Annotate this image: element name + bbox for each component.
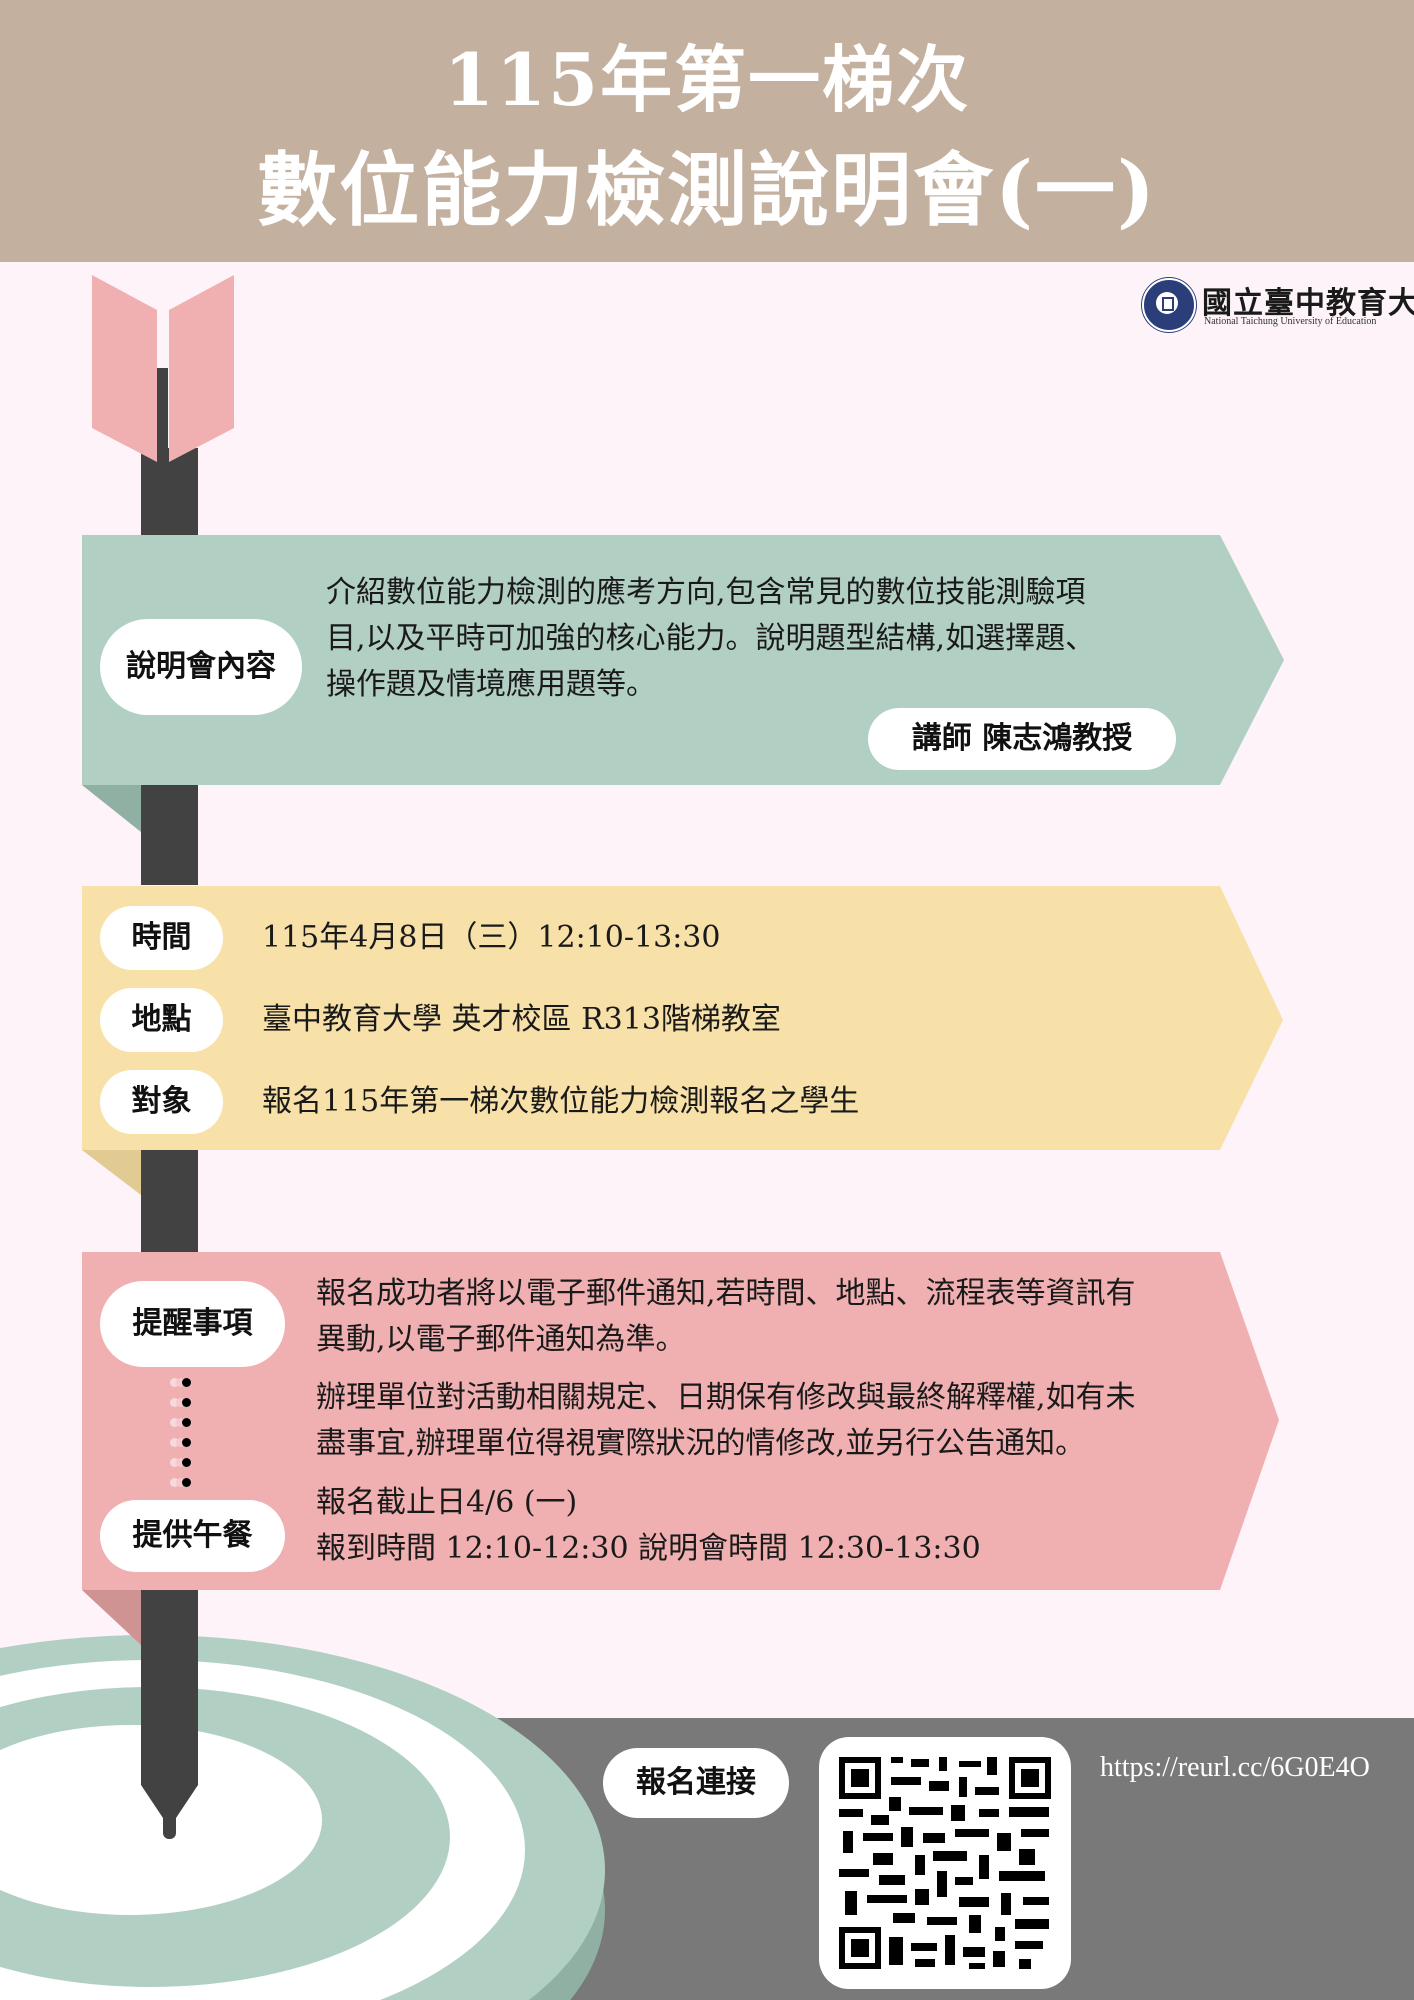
arrow-shaft <box>141 1590 198 1785</box>
content-line: 目,以及平時可加強的核心能力。說明題型結構,如選擇題、 <box>326 621 1096 656</box>
content-line: 介紹數位能力檢測的應考方向,包含常見的數位技能測驗項 <box>326 575 1086 610</box>
qr-code-icon[interactable] <box>819 1737 1071 1989</box>
label-reminders: 提醒事項 <box>100 1281 285 1367</box>
arrow-shaft <box>141 785 198 885</box>
label-lunch: 提供午餐 <box>100 1500 285 1572</box>
arrow-shaft <box>141 1150 198 1252</box>
label-location: 地點 <box>100 988 223 1052</box>
content-line: 操作題及情境應用題等。 <box>326 667 656 702</box>
label-time: 時間 <box>100 906 223 970</box>
header-banner: 115年第一梯次 數位能力檢測說明會(一) <box>0 0 1414 262</box>
title-line-2: 數位能力檢測說明會(一) <box>257 143 1157 237</box>
registration-url-link[interactable]: https://reurl.cc/6G0E4O <box>1100 1752 1370 1783</box>
reminder-line: 盡事宜,辦理單位得視實際狀況的情修改,並另行公告通知。 <box>316 1426 1086 1461</box>
value-time: 115年4月8日（三）12:10-13:30 <box>262 920 721 955</box>
university-seal-icon <box>1142 278 1196 332</box>
value-audience: 報名115年第一梯次數位能力檢測報名之學生 <box>262 1084 860 1119</box>
reminder-line: 報名成功者將以電子郵件通知,若時間、地點、流程表等資訊有 <box>316 1276 1136 1311</box>
university-name-en: National Taichung University of Educatio… <box>1204 316 1377 327</box>
speaker-badge: 講師 陳志鴻教授 <box>868 708 1176 770</box>
label-audience: 對象 <box>100 1070 223 1134</box>
schedule-line: 報到時間 12:10-12:30 說明會時間 12:30-13:30 <box>316 1531 981 1566</box>
dotted-connector <box>182 1378 194 1498</box>
university-logo: 國立臺中教育大學 National Taichung University of… <box>1140 278 1414 332</box>
reminder-line: 異動,以電子郵件通知為準。 <box>316 1322 686 1357</box>
reminder-line: 辦理單位對活動相關規定、日期保有修改與最終解釋權,如有未 <box>316 1380 1136 1415</box>
reminder-para-2: 辦理單位對活動相關規定、日期保有修改與最終解釋權,如有未 盡事宜,辦理單位得視實… <box>316 1375 1136 1467</box>
university-name-zh: 國立臺中教育大學 <box>1202 286 1414 321</box>
value-location: 臺中教育大學 英才校區 R313階梯教室 <box>262 1002 781 1037</box>
title-line-1: 115年第一梯次 <box>443 37 971 122</box>
content-description: 介紹數位能力檢測的應考方向,包含常見的數位技能測驗項 目,以及平時可加強的核心能… <box>326 570 1095 708</box>
reminder-para-3: 報名截止日4/6 (一) 報到時間 12:10-12:30 說明會時間 12:3… <box>316 1480 981 1572</box>
register-link-label: 報名連接 <box>603 1748 789 1818</box>
section-label-content: 說明會內容 <box>100 619 302 715</box>
reminder-para-1: 報名成功者將以電子郵件通知,若時間、地點、流程表等資訊有 異動,以電子郵件通知為… <box>316 1271 1136 1363</box>
deadline-line: 報名截止日4/6 (一) <box>316 1485 578 1520</box>
